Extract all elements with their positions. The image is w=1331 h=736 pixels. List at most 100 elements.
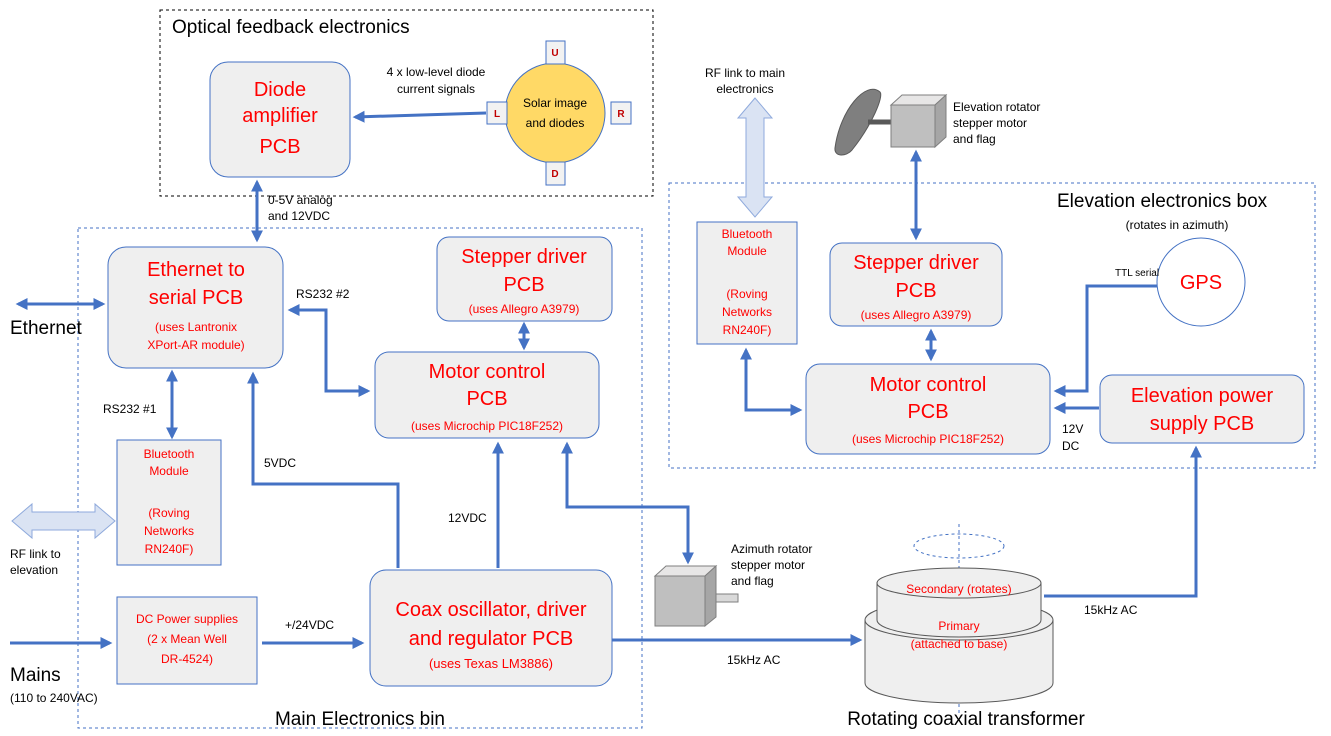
diode-signals-line1: 4 x low-level diode <box>387 65 486 79</box>
dc12-line1: 12V <box>1062 422 1083 436</box>
el-motor-line2: stepper motor <box>953 116 1027 130</box>
diode-pad-r-label: R <box>617 109 625 120</box>
main-electronics-frame <box>77 227 643 729</box>
analog-line1: 0-5V analog <box>268 193 333 207</box>
stepper-driver-elev-pcb <box>829 242 1003 327</box>
diode-signal-arrow <box>352 110 487 123</box>
stepper-main-title2: PCB <box>503 274 544 296</box>
stepper-elev-title2: PCB <box>895 280 936 302</box>
primary-line1: Primary <box>938 619 979 633</box>
dc-power-supplies <box>116 596 258 685</box>
rf-elev-line1: RF link to <box>10 547 61 561</box>
el-motor-line3: and flag <box>953 132 996 146</box>
secondary-cylinder-top <box>876 567 1042 599</box>
main-bin-title: Main Electronics bin <box>275 709 445 730</box>
eth-title-line1: Ethernet to <box>147 259 245 281</box>
motor-main-sub: (uses Microchip PIC18F252) <box>411 419 563 433</box>
gps-circle <box>1156 237 1246 327</box>
solar-line2: and diodes <box>526 116 585 130</box>
elev-power-line1: Elevation power <box>1131 385 1274 407</box>
motor-elev-sub: (uses Microchip PIC18F252) <box>852 432 1004 446</box>
diode-pad-l-label: L <box>494 109 500 120</box>
azimuth-motor-shaft <box>715 593 739 603</box>
24vdc-label: +/24VDC <box>285 618 334 632</box>
diode-pad-d <box>545 161 566 186</box>
az-motor-line1: Azimuth rotator <box>731 542 812 556</box>
analog-line2: and 12VDC <box>268 209 330 223</box>
transformer-title: Rotating coaxial transformer <box>847 709 1085 730</box>
bt-elev-line2: Module <box>727 244 767 258</box>
bt-main-line1: Bluetooth <box>144 447 195 461</box>
ttl-serial-link <box>1053 284 1157 397</box>
bluetooth-module-main <box>116 439 222 566</box>
stepper-main-title1: Stepper driver <box>461 246 587 268</box>
bt-elev-motor-link <box>740 347 803 416</box>
diode-pad-r <box>610 101 632 125</box>
elevation-power-supply-pcb <box>1099 374 1305 444</box>
motor-control-main-pcb <box>374 351 600 439</box>
azimuth-motor-link <box>561 441 694 565</box>
rs232-1-label: RS232 #1 <box>103 402 157 416</box>
motor-elev-title1: Motor control <box>870 374 987 396</box>
elevation-flag <box>834 89 882 156</box>
elevation-box-title: Elevation electronics box <box>1057 191 1268 212</box>
motor-control-elev-pcb <box>805 363 1051 455</box>
bluetooth-module-elevation <box>696 221 798 345</box>
rs232-2-link <box>287 304 371 397</box>
bt-elev-line4: (Roving <box>726 287 767 301</box>
diode-pad-l <box>486 101 508 125</box>
az-motor-line3: and flag <box>731 574 774 588</box>
elevation-box-frame <box>668 182 1316 469</box>
mains-range-label: (110 to 240VAC) <box>10 691 98 705</box>
12vdc-label: 12VDC <box>448 511 487 525</box>
elevation-motor-front <box>890 104 936 148</box>
coax-title1: Coax oscillator, driver <box>395 599 587 621</box>
rotation-indicator <box>913 533 1005 559</box>
coax-sub: (uses Texas LM3886) <box>429 656 553 671</box>
15khz-secondary-link <box>1044 445 1202 598</box>
bt-main-line6: RN240F) <box>145 542 194 556</box>
ac15-primary-label: 15kHz AC <box>727 653 781 667</box>
elevation-box-subtitle: (rotates in azimuth) <box>1126 218 1229 232</box>
diode-signals-line2: current signals <box>397 82 475 96</box>
bt-elev-line6: RN240F) <box>723 323 772 337</box>
bt-elev-line5: Networks <box>722 305 772 319</box>
5vdc-label: 5VDC <box>264 456 296 470</box>
ttl-label: TTL serial <box>1115 268 1159 279</box>
diode-amp-line1: Diode <box>254 79 306 101</box>
el-motor-line1: Elevation rotator <box>953 100 1040 114</box>
az-motor-line2: stepper motor <box>731 558 805 572</box>
dc-power-line3: DR-4524) <box>161 652 213 666</box>
mains-label: Mains <box>10 665 61 686</box>
bt-main-line4: (Roving <box>148 506 189 520</box>
azimuth-motor-front <box>654 575 706 627</box>
dc-power-line1: DC Power supplies <box>136 612 238 626</box>
diode-amp-line2: amplifier <box>242 105 318 127</box>
ethernet-serial-pcb <box>107 246 284 369</box>
coax-oscillator-pcb <box>369 569 613 687</box>
rf-link-elevation-arrow <box>11 502 116 540</box>
stepper-main-sub: (uses Allegro A3979) <box>469 302 580 316</box>
dc-power-line2: (2 x Mean Well <box>147 632 227 646</box>
azimuth-motor-side <box>704 564 717 628</box>
stepper-elev-sub: (uses Allegro A3979) <box>861 308 972 322</box>
diode-amplifier-pcb <box>209 61 351 178</box>
primary-cylinder-body <box>864 619 1054 704</box>
rf-elev-line2: elevation <box>10 563 58 577</box>
stepper-driver-main-pcb <box>436 236 613 322</box>
stepper-elev-title1: Stepper driver <box>853 252 979 274</box>
diode-amp-line3: PCB <box>259 136 300 158</box>
dc12-line2: DC <box>1062 439 1080 453</box>
eth-sub-line1: (uses Lantronix <box>155 320 237 334</box>
solar-line1: Solar image <box>523 96 587 110</box>
eth-sub-line2: XPort-AR module) <box>147 338 244 352</box>
bt-main-line2: Module <box>149 464 189 478</box>
elev-power-line2: supply PCB <box>1150 413 1255 435</box>
rs232-2-label: RS232 #2 <box>296 287 350 301</box>
rf-main-line1: RF link to main <box>705 66 785 80</box>
secondary-label: Secondary (rotates) <box>906 582 1011 596</box>
bt-elev-line1: Bluetooth <box>722 227 773 241</box>
rf-link-main-arrow <box>736 97 774 218</box>
diode-pad-d-label: D <box>551 169 558 180</box>
motor-main-title1: Motor control <box>429 361 546 383</box>
